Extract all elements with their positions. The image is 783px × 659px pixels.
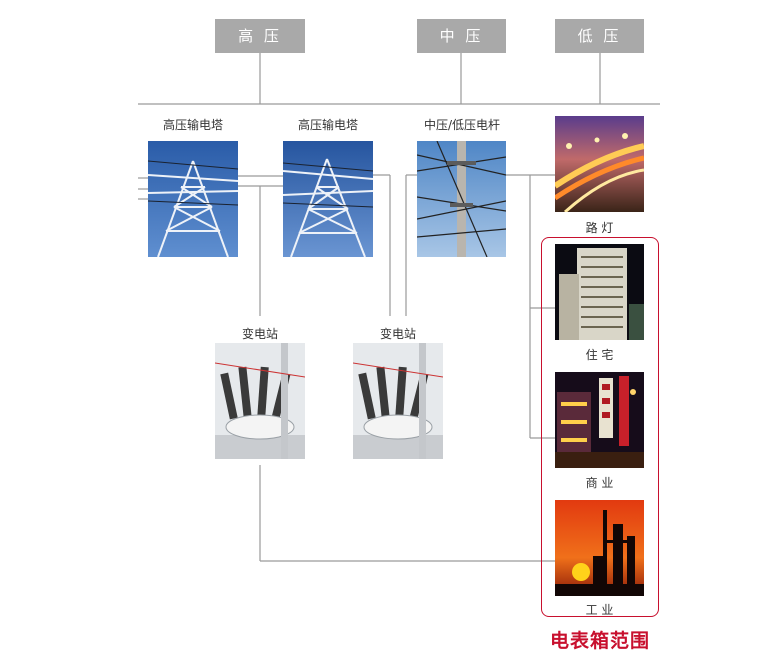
- substation-2-photo: [353, 343, 443, 459]
- pole-caption: 中压/低压电杆: [423, 118, 501, 132]
- transmission-tower-2-photo: [283, 141, 373, 257]
- high-voltage-label: 高 压: [238, 27, 282, 45]
- transmission-tower-1-photo: [148, 141, 238, 257]
- low-voltage-label: 低 压: [577, 27, 622, 45]
- medium-voltage-label: 中 压: [439, 27, 484, 45]
- substation-1-caption: 变电站: [241, 327, 278, 341]
- tower-2-caption: 高压输电塔: [297, 118, 358, 132]
- commercial-photo: [555, 372, 644, 468]
- medium-voltage-box: 中 压: [417, 19, 506, 53]
- substation-2-caption: 变电站: [379, 327, 416, 341]
- commercial-caption: 商 业: [585, 476, 614, 490]
- meter-box-scope-title: 电表箱范围: [549, 630, 650, 652]
- low-voltage-box: 低 压: [555, 19, 644, 53]
- high-voltage-box: 高 压: [215, 19, 305, 53]
- residential-photo: [555, 244, 644, 340]
- residential-caption: 住 宅: [585, 348, 614, 362]
- industrial-photo: [555, 500, 644, 596]
- meter-box-scope-frame: [541, 237, 659, 617]
- utility-pole-photo: [417, 141, 506, 257]
- streetlight-photo: [555, 116, 644, 212]
- industrial-caption: 工 业: [585, 603, 614, 617]
- streetlight-caption: 路 灯: [585, 221, 614, 235]
- substation-1-photo: [215, 343, 305, 459]
- tower-1-caption: 高压输电塔: [162, 118, 223, 132]
